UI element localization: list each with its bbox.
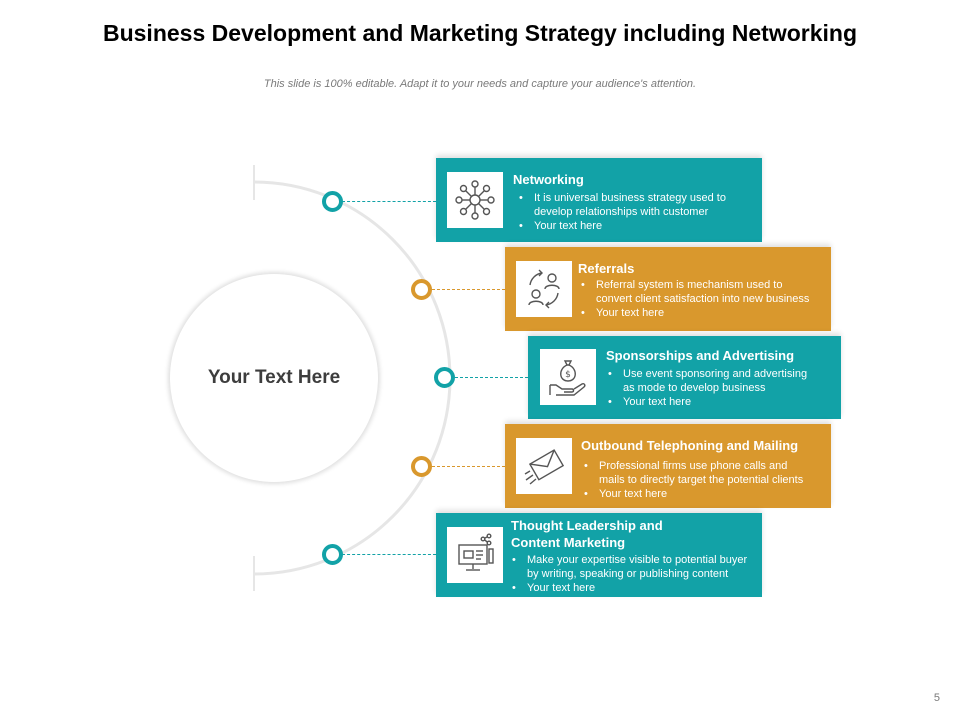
card-bullets: Professional firms use phone calls and m…: [581, 459, 803, 501]
connector-referrals: [432, 289, 505, 290]
icon-box: [516, 261, 572, 317]
bullet-item: Your text here: [516, 219, 726, 233]
card-outbound: Outbound Telephoning and Mailing Profess…: [505, 424, 831, 508]
svg-text:$: $: [565, 370, 571, 380]
envelope-send-icon: [524, 449, 565, 485]
bullet-item: Referral system is mechanism used to con…: [578, 278, 809, 306]
page-subtitle: This slide is 100% editable. Adapt it to…: [263, 78, 697, 90]
bullet-item: Make your expertise visible to potential…: [509, 553, 747, 581]
bullet-item: Your text here: [509, 581, 747, 595]
icon-box: [447, 527, 503, 583]
timeline-dot-networking: [322, 191, 343, 212]
card-bullets: It is universal business strategy used t…: [516, 191, 726, 233]
center-text: Your Text Here: [207, 367, 341, 388]
card-bullets: Referral system is mechanism used to con…: [578, 278, 809, 320]
card-title: Thought Leadership and Content Marketing: [511, 518, 663, 550]
network-hub-icon: [455, 180, 495, 220]
bullet-item: Professional firms use phone calls and m…: [581, 459, 803, 487]
page-number: 5: [933, 692, 940, 704]
card-referrals: Referrals Referral system is mechanism u…: [505, 247, 831, 331]
card-title: Sponsorships and Advertising: [606, 348, 795, 363]
bullet-item: It is universal business strategy used t…: [516, 191, 726, 219]
card-title: Networking: [513, 172, 584, 187]
card-title: Referrals: [578, 261, 635, 276]
timeline-dot-thought-leadership: [322, 544, 343, 565]
connector-outbound: [432, 466, 505, 467]
card-thought-leadership: Thought Leadership and Content Marketing…: [436, 513, 762, 597]
card-networking: Networking It is universal business stra…: [436, 158, 762, 242]
icon-box: [516, 438, 572, 494]
connector-sponsorships: [455, 377, 528, 378]
hand-money-bag-icon: $: [549, 360, 586, 396]
card-bullets: Use event sponsoring and advertising as …: [605, 367, 807, 409]
connector-thought-leadership: [342, 554, 436, 555]
center-circle: Your Text Here: [170, 274, 378, 482]
connector-networking: [342, 201, 436, 202]
card-title: Outbound Telephoning and Mailing: [581, 438, 799, 453]
card-sponsorships: $ Sponsorships and Advertising Use event…: [528, 336, 841, 419]
monitor-content-icon: [458, 533, 494, 571]
icon-box: [447, 172, 503, 228]
card-bullets: Make your expertise visible to potential…: [509, 553, 747, 595]
bullet-item: Your text here: [581, 487, 803, 501]
bullet-item: Use event sponsoring and advertising as …: [605, 367, 807, 395]
referral-people-cycle-icon: [528, 269, 560, 309]
bullet-item: Your text here: [605, 395, 807, 409]
timeline-dot-sponsorships: [434, 367, 455, 388]
icon-box: $: [540, 349, 596, 405]
bullet-item: Your text here: [578, 306, 809, 320]
timeline-dot-referrals: [411, 279, 432, 300]
page-title: Business Development and Marketing Strat…: [102, 20, 858, 46]
timeline-dot-outbound: [411, 456, 432, 477]
